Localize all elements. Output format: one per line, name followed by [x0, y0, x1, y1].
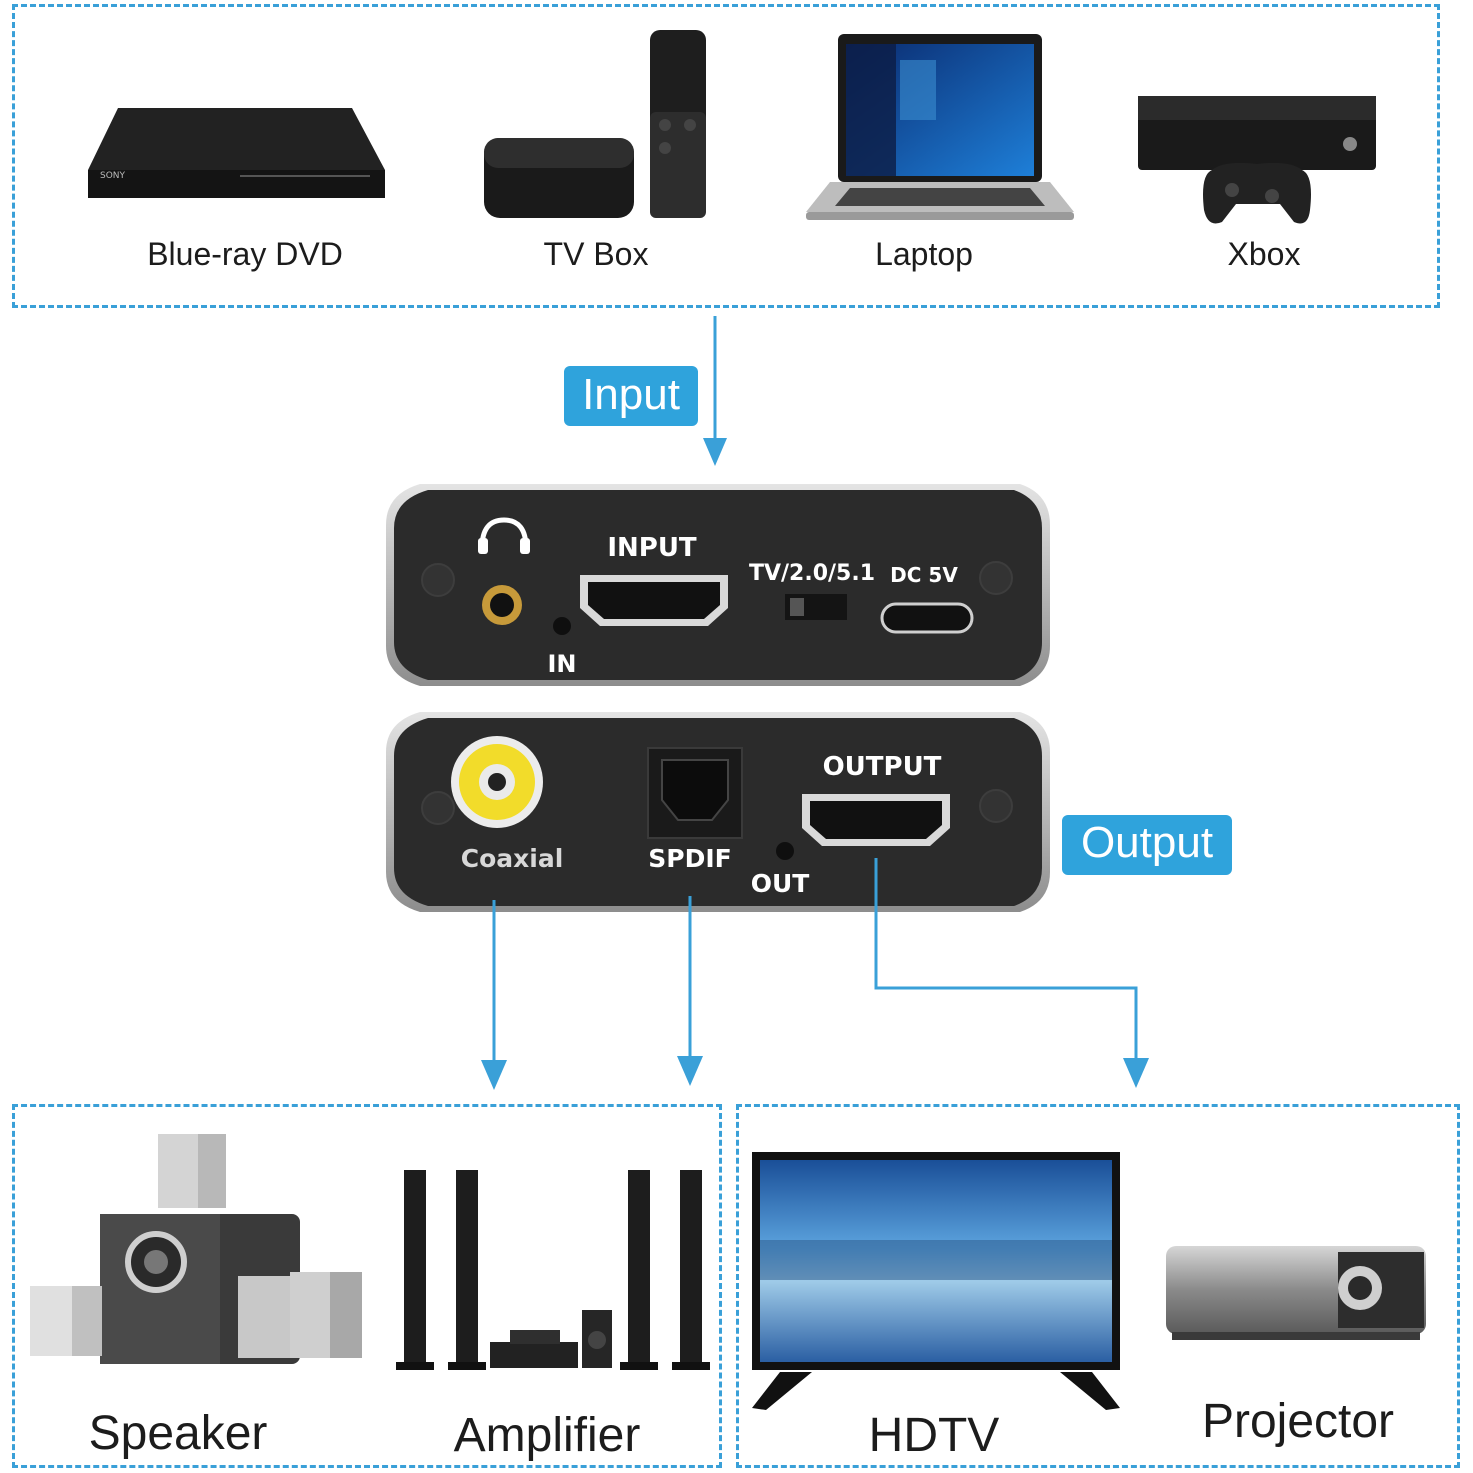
top-device-panel: INPUT TV/2.0/5.1 DC 5V IN — [386, 484, 1050, 686]
audio-outputs-box — [12, 1104, 722, 1468]
output-label-speaker: Speaker — [88, 1407, 268, 1460]
amplifier-system-icon — [396, 1170, 710, 1370]
hdtv-icon — [752, 1152, 1120, 1410]
speaker-system-icon — [30, 1134, 362, 1364]
source-label-xbox: Xbox — [1227, 236, 1301, 272]
hdmi-output-arrow — [874, 858, 1149, 1088]
hdmi-output-label: OUTPUT — [823, 752, 942, 782]
source-label-blueray-dvd: Blue-ray DVD — [147, 236, 343, 272]
output-label-hdtv: HDTV — [868, 1409, 1000, 1462]
output-label-projector: Projector — [1201, 1395, 1395, 1448]
tv-box-icon — [484, 30, 706, 218]
out-label: OUT — [751, 869, 810, 898]
power-label: DC 5V — [890, 563, 958, 587]
spdif-arrow — [677, 896, 703, 1086]
input-badge: Input — [564, 366, 698, 426]
headphone-icon — [478, 517, 530, 554]
spdif-label: SPDIF — [648, 844, 731, 873]
bottom-device-panel: Coaxial SPDIF OUTPUT OUT — [386, 712, 1050, 912]
source-label-tv-box: TV Box — [543, 236, 649, 272]
projector-icon — [1166, 1246, 1426, 1340]
output-badge: Output — [1062, 815, 1232, 875]
xbox-icon — [1138, 96, 1376, 224]
dvd-player-icon: SONY — [88, 108, 385, 198]
laptop-icon — [806, 34, 1074, 220]
spdif-port — [647, 747, 743, 839]
coaxial-port — [451, 736, 543, 828]
input-arrow — [703, 316, 727, 466]
switch-label: TV/2.0/5.1 — [749, 561, 875, 586]
video-outputs-box — [736, 1104, 1460, 1468]
source-label-laptop: Laptop — [875, 236, 973, 272]
in-label: IN — [547, 650, 576, 678]
svg-text:SONY: SONY — [100, 171, 126, 181]
output-label-amplifier: Amplifier — [453, 1409, 641, 1462]
hdmi-input-label: INPUT — [607, 533, 697, 563]
coaxial-arrow — [481, 900, 507, 1090]
coaxial-label: Coaxial — [461, 844, 564, 873]
source-devices-box — [12, 4, 1440, 308]
